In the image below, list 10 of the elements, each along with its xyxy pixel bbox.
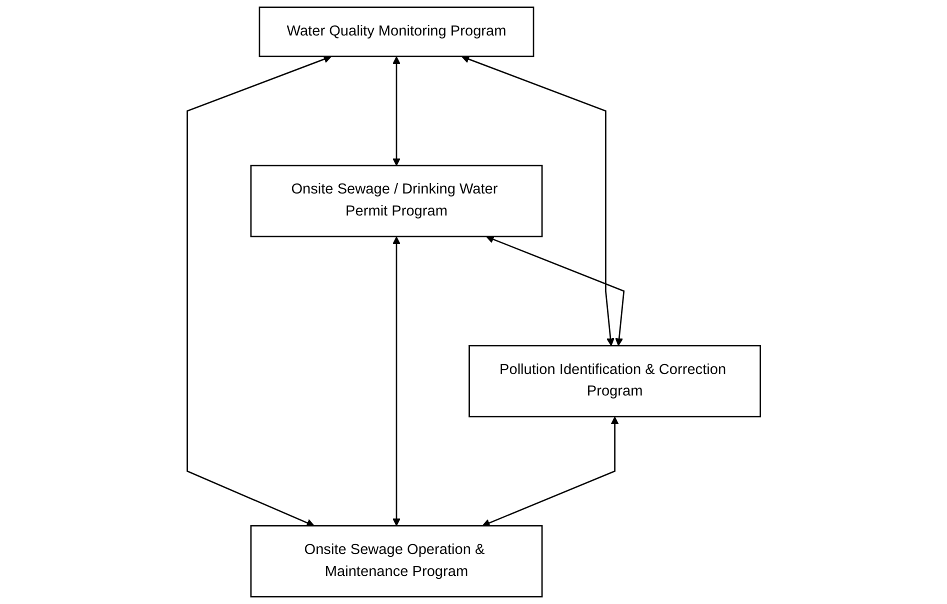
arrow: [186, 55, 332, 527]
arrow: [392, 236, 400, 526]
arrow: [461, 55, 614, 346]
node-box: Onsite Sewage / Drinking Water Permit Program: [250, 164, 542, 238]
node-box: Onsite Sewage Operation & Maintenance Program: [250, 525, 542, 598]
node-box: Water Quality Monitoring Program: [258, 6, 534, 58]
arrow: [392, 56, 400, 166]
arrow: [486, 236, 624, 346]
node-box: Pollution Identification & Correction Program: [468, 344, 761, 418]
arrow: [482, 416, 618, 527]
